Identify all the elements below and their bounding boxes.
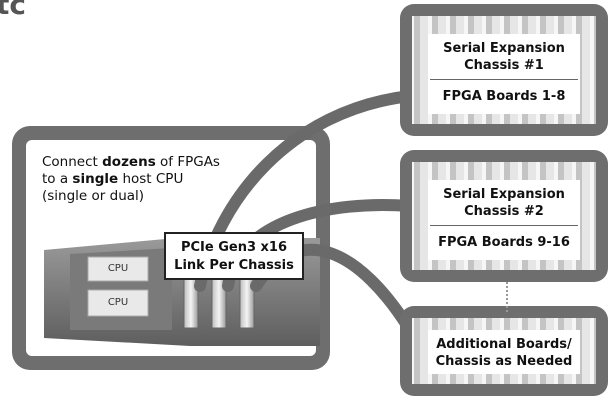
chassis-3-line-1: Additional Boards/ [436, 337, 572, 352]
host-text-mid: of FPGAs to a [42, 154, 220, 187]
partial-title: tc [0, 0, 26, 21]
chassis-1-label: Serial Expansion Chassis #1 FPGA Boards … [428, 34, 580, 114]
host-text-single: single [72, 171, 119, 187]
chassis-2-title-line-1: Serial Expansion [443, 187, 565, 202]
pcie-line-1: PCIe Gen3 x16 [180, 240, 288, 255]
continuation-dots [506, 282, 510, 312]
chassis-1-boards: FPGA Boards 1-8 [442, 89, 566, 104]
chassis-1-title: Serial Expansion Chassis #1 [430, 36, 578, 80]
cpu-chip-2 [87, 289, 149, 317]
cpu-label-2: CPU [107, 297, 129, 308]
chassis-2-title: Serial Expansion Chassis #2 [430, 182, 578, 226]
chassis-1-title-line-2: Chassis #1 [464, 58, 544, 73]
chassis-2-title-line-2: Chassis #2 [464, 204, 544, 219]
cpu-label-1: CPU [107, 263, 129, 274]
pcie-line-2: Link Per Chassis [174, 258, 294, 273]
chassis-1-title-line-1: Serial Expansion [443, 41, 565, 56]
chassis-2-label: Serial Expansion Chassis #2 FPGA Boards … [428, 180, 580, 260]
chassis-3-line-2: Chassis as Needed [435, 354, 573, 369]
host-text-dozens: dozens [102, 154, 156, 170]
chassis-3-label: Additional Boards/ Chassis as Needed [428, 330, 580, 374]
host-text-suffix: host CPU (single or dual) [42, 171, 184, 204]
cpu-chip-1 [87, 256, 149, 282]
chassis-2-boards: FPGA Boards 9-16 [438, 235, 570, 250]
host-text-prefix: Connect [42, 154, 103, 170]
pcie-link-label: PCIe Gen3 x16 Link Per Chassis [164, 232, 304, 280]
host-description: Connect dozens of FPGAs to a single host… [42, 154, 232, 205]
